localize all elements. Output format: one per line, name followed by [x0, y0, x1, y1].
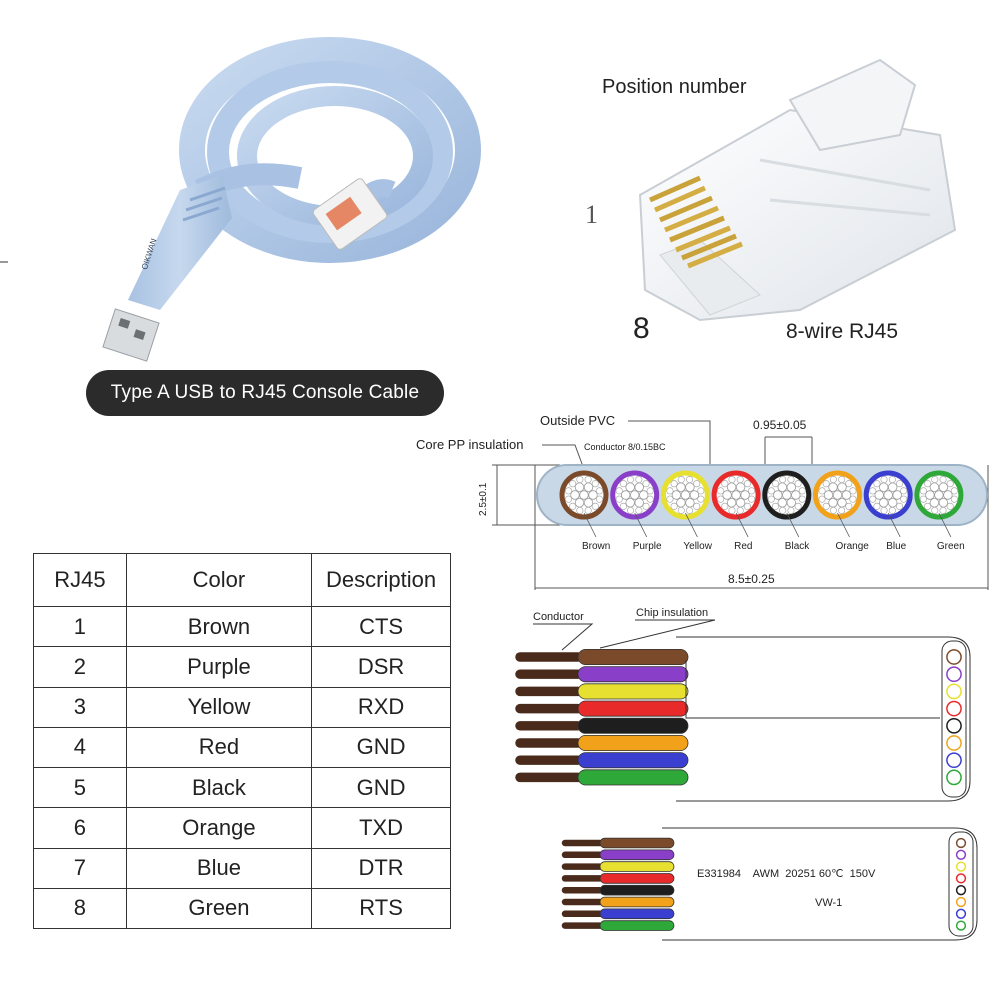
cable-rj45-plug — [312, 178, 388, 250]
cross-section-wire-black — [762, 470, 812, 538]
cross-section-wire-brown — [559, 470, 609, 538]
side-wire-brown — [561, 837, 967, 849]
header-rj45: RJ45 — [33, 553, 127, 607]
cross-section-label-orange: Orange — [835, 541, 869, 552]
pin-description: CTS — [311, 605, 451, 648]
cross-section-label-green: Green — [936, 541, 965, 552]
side-wire-green — [561, 920, 967, 931]
cross-section-wire-orange — [813, 470, 862, 538]
cross-section-label-blue: Blue — [886, 541, 907, 552]
pin-number: 1 — [33, 605, 127, 648]
pin-number: 2 — [33, 646, 127, 688]
pin-description: RXD — [311, 686, 451, 728]
pin-description: RTS — [311, 887, 451, 930]
side-wire-brown — [515, 649, 962, 666]
cable-print-line1: E331984 AWM 20251 60℃ 150V — [697, 868, 876, 880]
side-wire-orange — [515, 735, 962, 752]
pin-description: TXD — [311, 807, 451, 849]
side-wire-red — [515, 700, 962, 717]
pin-color: Black — [125, 766, 313, 809]
side-wire-black — [561, 884, 967, 896]
pitch-dimension: 0.95±0.05 — [753, 418, 807, 432]
side-wire-yellow — [515, 683, 962, 700]
usb-plug — [102, 175, 232, 362]
rj45-connector-image — [638, 58, 957, 322]
side-wire-yellow — [561, 861, 967, 872]
pin-color: Brown — [125, 605, 313, 648]
core-insulation-label: Core PP insulation — [416, 437, 524, 452]
side-wire-red — [561, 873, 967, 884]
product-banner: Type A USB to RJ45 Console Cable — [86, 370, 444, 416]
cross-section-wire-purple — [610, 470, 660, 538]
pin-number: 5 — [33, 766, 127, 809]
conductor-spec-label: Conductor 8/0.15BC — [584, 442, 666, 452]
pin-color: Red — [125, 726, 313, 769]
conductor-label: Conductor — [533, 611, 584, 623]
cross-section-wire-yellow — [660, 470, 710, 538]
side-wire-orange — [561, 896, 967, 908]
pin-description: DTR — [311, 847, 451, 889]
pin-number: 8 — [33, 887, 127, 930]
chip-insulation-label: Chip insulation — [636, 607, 709, 619]
side-wire-purple — [561, 849, 967, 861]
pin-number: 6 — [33, 807, 127, 849]
cable-print-line2: VW-1 — [815, 897, 843, 909]
side-wire-green — [515, 769, 962, 786]
rj45-gold-contacts — [648, 175, 743, 269]
cross-section-wire-red — [711, 470, 761, 538]
pin-color: Green — [125, 887, 313, 930]
pin-description: GND — [311, 726, 451, 769]
header-color: Color — [125, 553, 313, 607]
cross-section-label-red: Red — [734, 541, 753, 552]
cross-section-label-purple: Purple — [632, 541, 662, 552]
table-header-row: RJ45 Color Description — [33, 553, 451, 607]
cross-section-wire-blue — [863, 470, 913, 538]
cross-section-label-black: Black — [784, 541, 810, 552]
cross-section-wire-green — [914, 470, 964, 538]
side-wire-black — [515, 717, 962, 734]
position-number-label: Position number — [602, 76, 747, 98]
pin-number: 7 — [33, 847, 127, 889]
pin-first-label: 1 — [585, 200, 598, 229]
width-dimension: 8.5±0.25 — [728, 572, 775, 586]
pin-color: Blue — [125, 847, 313, 889]
pin-color: Yellow — [125, 686, 313, 728]
rj45-caption: 8-wire RJ45 — [786, 320, 899, 343]
side-wire-purple — [515, 666, 962, 683]
pin-description: DSR — [311, 646, 451, 688]
side-wire-blue — [561, 908, 967, 920]
side-wire-blue — [515, 752, 962, 769]
pin-color: Purple — [125, 646, 313, 688]
pin-number: 4 — [33, 726, 127, 769]
header-description: Description — [311, 553, 451, 607]
pin-color: Orange — [125, 807, 313, 849]
cross-section-label-brown: Brown — [582, 541, 611, 552]
cross-section-label-yellow: Yellow — [683, 541, 712, 552]
pin-description: GND — [311, 766, 451, 809]
pin-last-label: 8 — [633, 312, 650, 345]
pin-number: 3 — [33, 686, 127, 728]
outside-pvc-label: Outside PVC — [540, 413, 616, 428]
